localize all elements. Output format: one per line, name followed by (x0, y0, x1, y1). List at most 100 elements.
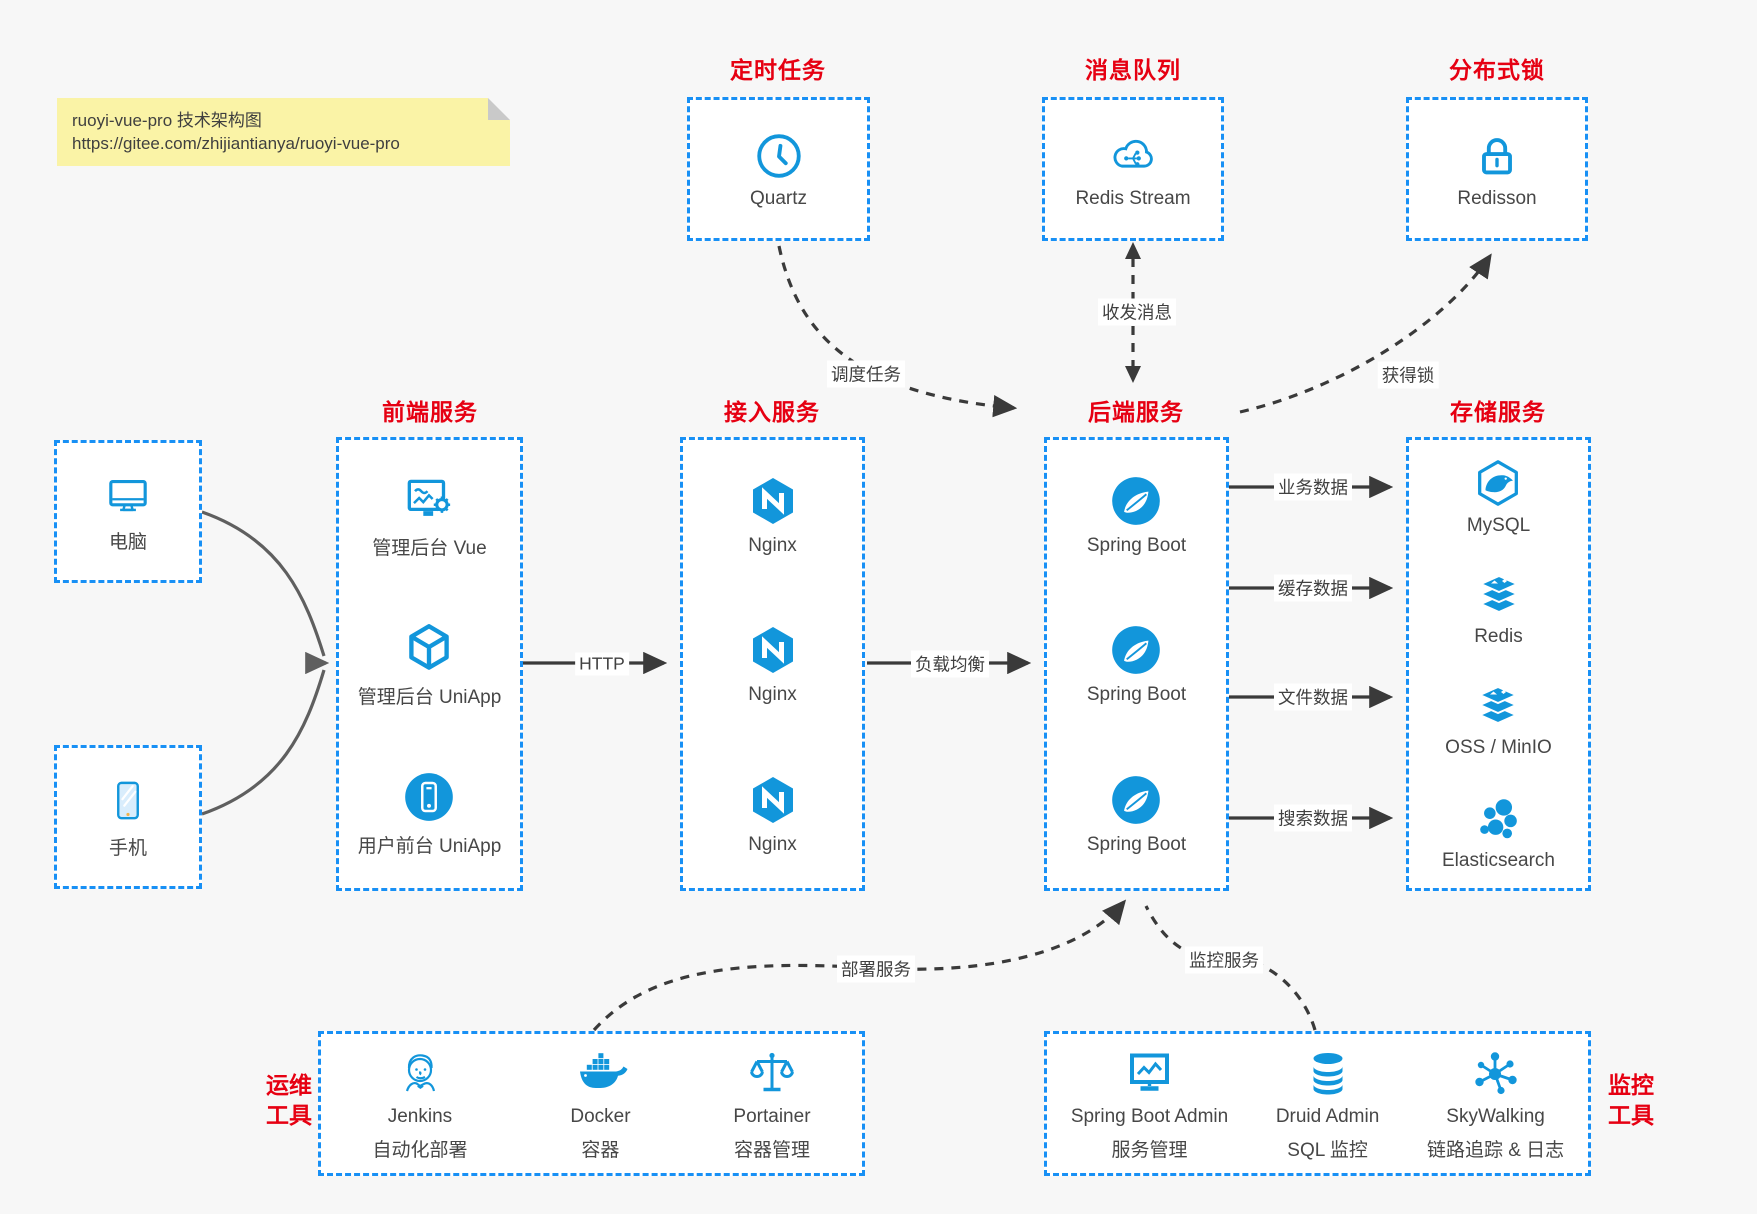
item-quartz: Quartz (750, 129, 807, 210)
cube-icon (400, 619, 458, 677)
title-monitoring-tools: 监控 工具 (1608, 1072, 1654, 1128)
item-desc: 自动化部署 (372, 1140, 468, 1161)
lock-icon (1470, 129, 1524, 183)
item-label: 管理后台 Vue (372, 537, 487, 559)
panel-ops-tools: Jenkins 自动化部署 Docker 容器 Portainer 容器管理 (318, 1031, 865, 1176)
panel-storage: MySQL Redis OSS / MinIO Elasticsearch (1406, 437, 1591, 891)
item-phone: 手机 (102, 774, 154, 860)
item-name: Spring Boot Admin (1070, 1106, 1229, 1127)
item-mysql: MySQL (1467, 456, 1530, 537)
sticky-note: ruoyi-vue-pro 技术架构图 https://gitee.com/zh… (57, 98, 510, 166)
title-lock: 分布式锁 (1449, 57, 1545, 83)
nginx-icon (745, 621, 801, 679)
title-storage: 存储服务 (1450, 399, 1546, 425)
item-label: Elasticsearch (1442, 850, 1555, 871)
item-label: Redis Stream (1075, 187, 1191, 209)
spring-boot-icon (1107, 621, 1165, 679)
panel-lock: Redisson (1406, 97, 1588, 241)
item-label: Nginx (748, 684, 797, 706)
clock-icon (752, 129, 806, 183)
admin-dashboard-icon (400, 470, 458, 528)
edge-label-http: HTTP (575, 652, 629, 676)
nginx-icon (745, 472, 801, 530)
edge-pc-to-frontend (201, 510, 326, 657)
panel-frontend: 管理后台 Vue 管理后台 UniApp 用户前台 UniApp (336, 437, 523, 891)
item-label: 手机 (108, 838, 147, 859)
title-timer: 定时任务 (730, 57, 826, 83)
item-nginx-3: Nginx (745, 771, 801, 856)
panel-access: Nginx Nginx Nginx (680, 437, 865, 891)
spring-boot-icon (1107, 472, 1165, 530)
edge-label-acquire-lock: 获得锁 (1377, 361, 1439, 389)
item-nginx-2: Nginx (745, 621, 801, 706)
edge-acquire-lock (1239, 253, 1492, 414)
item-nginx-1: Nginx (745, 472, 801, 557)
item-name: Docker (570, 1106, 631, 1127)
edge-label-deploy: 部署服务 (837, 955, 915, 983)
user-app-icon (400, 768, 458, 826)
item-name: SkyWalking (1446, 1106, 1545, 1127)
cloud-queue-icon (1105, 129, 1161, 183)
item-docker: Docker 容器 (570, 1045, 631, 1162)
redis-icon (1471, 569, 1527, 621)
monitor-chart-icon (1122, 1045, 1178, 1101)
item-desc: 服务管理 (1111, 1140, 1188, 1161)
mobile-icon (102, 774, 154, 828)
title-ops-tools: 运维 工具 (266, 1072, 312, 1128)
item-label: OSS / MinIO (1445, 737, 1552, 758)
item-portainer: Portainer 容器管理 (733, 1045, 811, 1162)
note-folded-corner (488, 98, 510, 120)
item-desc: 容器管理 (733, 1140, 810, 1161)
panel-timer: Quartz (687, 97, 870, 241)
title-backend: 后端服务 (1088, 399, 1184, 425)
panel-monitoring-tools: Spring Boot Admin 服务管理 Druid Admin SQL 监… (1044, 1031, 1591, 1176)
item-oss-minio: OSS / MinIO (1445, 680, 1552, 759)
edge-label-search-data: 搜索数据 (1274, 804, 1352, 832)
edge-label-cache-data: 缓存数据 (1274, 574, 1352, 602)
item-redisson: Redisson (1457, 129, 1537, 210)
item-label: 管理后台 UniApp (357, 686, 502, 708)
jenkins-icon (392, 1045, 448, 1101)
edge-label-business-data: 业务数据 (1274, 473, 1352, 501)
item-label: Redisson (1457, 187, 1537, 209)
item-desc: SQL 监控 (1287, 1140, 1368, 1161)
item-label: MySQL (1466, 515, 1531, 536)
item-label: Spring Boot (1086, 535, 1187, 557)
docker-icon (571, 1045, 629, 1101)
item-springboot-1: Spring Boot (1087, 472, 1186, 557)
item-label: Spring Boot (1086, 684, 1187, 706)
item-name: Portainer (733, 1106, 811, 1127)
item-label: Nginx (748, 535, 797, 557)
edge-label-load-balance: 负载均衡 (911, 650, 989, 678)
item-user-uniapp: 用户前台 UniApp (357, 768, 502, 858)
item-desc: 容器 (581, 1140, 620, 1161)
item-label: 用户前台 UniApp (357, 836, 502, 858)
item-label: Quartz (749, 187, 808, 209)
scales-icon (744, 1045, 800, 1101)
database-icon (1300, 1045, 1356, 1101)
panel-pc: 电脑 (54, 440, 202, 583)
item-redis: Redis (1471, 569, 1527, 648)
panel-backend: Spring Boot Spring Boot Spring Boot (1044, 437, 1229, 891)
item-desc: 链路追踪 & 日志 (1426, 1140, 1565, 1161)
title-frontend: 前端服务 (382, 399, 478, 425)
edge-label-monitor: 监控服务 (1185, 946, 1263, 974)
item-spring-boot-admin: Spring Boot Admin 服务管理 (1071, 1045, 1228, 1162)
item-springboot-2: Spring Boot (1087, 621, 1186, 706)
spring-boot-icon (1107, 771, 1165, 829)
item-jenkins: Jenkins 自动化部署 (372, 1045, 467, 1162)
nginx-icon (745, 771, 801, 829)
item-label: Nginx (748, 833, 797, 855)
title-mq: 消息队列 (1085, 57, 1181, 83)
item-redis-stream: Redis Stream (1075, 129, 1191, 210)
elasticsearch-icon (1472, 791, 1526, 845)
edge-label-file-data: 文件数据 (1274, 683, 1352, 711)
node-graph-icon (1468, 1045, 1524, 1101)
item-label: Spring Boot (1086, 833, 1187, 855)
item-name: Jenkins (387, 1106, 453, 1127)
item-label: Redis (1474, 626, 1523, 647)
note-url: https://gitee.com/zhijiantianya/ruoyi-vu… (72, 134, 400, 153)
item-springboot-3: Spring Boot (1087, 771, 1186, 856)
panel-mq: Redis Stream (1042, 97, 1224, 241)
